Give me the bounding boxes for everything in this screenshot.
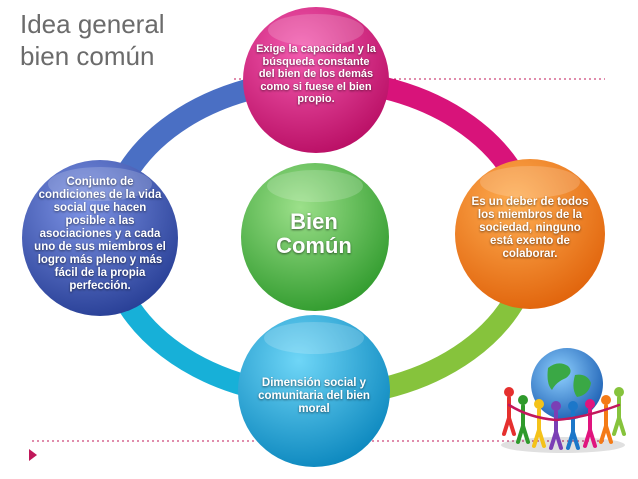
- node-left-circle: [22, 160, 178, 316]
- node-right-text: Es un deber de todos los miembros de la …: [471, 196, 589, 260]
- center-label: Bien Común: [262, 210, 366, 258]
- globe-continent-2: [573, 374, 591, 397]
- slide-title-line-2: bien común: [20, 41, 155, 71]
- person-figure-7: [599, 395, 613, 444]
- slide-title-line-1: Idea general: [20, 9, 165, 39]
- node-left-highlight: [48, 167, 152, 201]
- node-center-circle: [241, 163, 389, 311]
- node-left-text: Conjunto de condiciones de la vida socia…: [34, 176, 166, 292]
- person-figure-8: [612, 387, 626, 436]
- slide-nav-arrow-icon[interactable]: [29, 449, 37, 461]
- node-bottom-text: Dimensión social y comunitaria del bien …: [258, 377, 370, 415]
- person-figure-3: [532, 399, 546, 448]
- node-right-highlight: [480, 166, 580, 198]
- node-center-highlight: [267, 170, 363, 202]
- globe-continent-1: [547, 363, 571, 390]
- globe-icon: [531, 348, 603, 420]
- person-figure-4: [549, 401, 563, 450]
- person-figure-5: [566, 401, 580, 450]
- node-top-highlight: [268, 14, 364, 46]
- people-figures: [502, 387, 626, 450]
- node-top-circle: [243, 7, 389, 153]
- center-label-line-1: Bien: [290, 209, 338, 234]
- node-top-text: Exige la capacidad y la búsqueda constan…: [256, 43, 376, 105]
- center-label-line-2: Común: [276, 233, 352, 258]
- node-bottom-circle: [238, 315, 390, 467]
- globe-people-illustration: [501, 348, 626, 453]
- people-linked-arms: [507, 403, 621, 422]
- node-right-circle: [455, 159, 605, 309]
- node-bottom-highlight: [264, 322, 364, 354]
- person-figure-1: [502, 387, 516, 436]
- person-figure-2: [516, 395, 530, 444]
- slide-title: Idea general bien común: [20, 8, 165, 72]
